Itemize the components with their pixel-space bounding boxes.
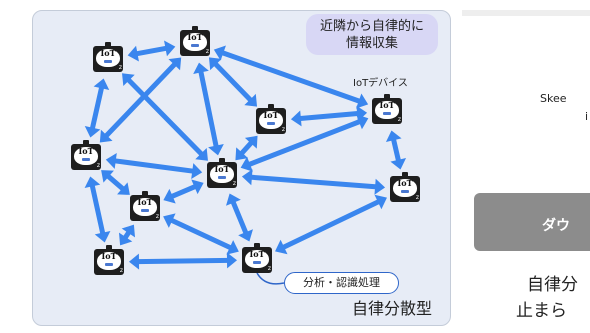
network-arrows [84, 40, 407, 285]
node-face [259, 111, 283, 129]
edge-arrow [275, 194, 387, 255]
analysis-connector [256, 272, 285, 285]
download-button-label: ダウ [542, 218, 570, 234]
antenna-shape [106, 245, 112, 249]
node-badge: z [415, 194, 419, 201]
node-label: IoT [214, 164, 230, 174]
right-text-fragment-2: i [585, 110, 589, 123]
antenna-shape [192, 26, 198, 30]
node-badge: z [205, 48, 209, 55]
node-label: IoT [101, 251, 117, 261]
right-top-strip [462, 10, 590, 16]
node-face [245, 250, 269, 268]
callout-line-1: 近隣から自律的に [319, 19, 424, 34]
edge-arrow [213, 45, 369, 109]
edge-arrow [84, 78, 110, 138]
node-badge: z [118, 64, 122, 71]
antenna-shape [105, 42, 111, 46]
node-face [210, 165, 234, 183]
node-label: IoT [78, 146, 94, 156]
antenna-shape [254, 243, 260, 247]
node-slot [401, 190, 409, 193]
analysis-callout: 分析・認識処理 [284, 272, 399, 294]
node-slot [104, 60, 112, 63]
node-label: IoT [100, 48, 116, 58]
callout-line-2: 情報収集 [345, 36, 398, 51]
antenna-shape [402, 172, 408, 176]
antenna-shape [219, 158, 225, 162]
node-badge: z [267, 265, 271, 272]
node-face [183, 33, 207, 51]
right-body-line-2: 止まら [516, 301, 567, 321]
edge-arrow [127, 40, 176, 62]
edge-arrow [163, 179, 204, 204]
edge-arrow [208, 57, 258, 107]
node-face [74, 147, 98, 165]
edge-arrow [163, 213, 239, 255]
edge-arrow [193, 62, 224, 156]
node-face [375, 101, 399, 119]
antenna-shape [83, 140, 89, 144]
edge-arrow [105, 153, 203, 179]
node-label: IoT [137, 197, 153, 207]
edge-arrow [128, 252, 238, 270]
node-slot [267, 122, 275, 125]
antenna-shape [142, 191, 148, 195]
edge-arrow [122, 73, 208, 161]
node-badge: z [281, 126, 285, 133]
node-face [393, 179, 417, 197]
download-button[interactable]: ダウ [474, 193, 590, 251]
node-slot [82, 158, 90, 161]
diagram-caption: 自律分散型 [351, 299, 432, 318]
node-label: IoT [263, 110, 279, 120]
right-body-line-1: 自律分 [527, 275, 578, 295]
node-badge: z [96, 162, 100, 169]
node-badge: z [397, 116, 401, 123]
node-label: IoT [379, 100, 395, 110]
node-slot [191, 44, 199, 47]
edge-arrow [101, 170, 130, 195]
antenna-shape [268, 104, 274, 108]
node-face [97, 252, 121, 270]
edge-arrow [84, 176, 111, 243]
edge-arrow [235, 135, 258, 161]
node-face [133, 198, 157, 216]
node-badge: z [119, 267, 123, 274]
node-badge: z [232, 180, 236, 187]
node-label: IoT [187, 32, 203, 42]
node-slot [253, 261, 261, 264]
node-slot [141, 209, 149, 212]
antenna-shape [384, 94, 390, 98]
node-slot [105, 263, 113, 266]
top-callout: 近隣から自律的に 情報収集 [306, 14, 438, 55]
edge-arrow [118, 224, 136, 246]
edge-arrow [241, 169, 386, 195]
iot-device-label: IoTデバイス [353, 78, 408, 89]
node-slot [218, 176, 226, 179]
edge-arrow [240, 114, 369, 172]
edge-arrow [385, 130, 407, 170]
right-text-fragment-1: Skee [540, 92, 567, 105]
edge-arrow [99, 57, 182, 143]
node-label: IoT [249, 249, 265, 259]
node-slot [383, 112, 391, 115]
edge-arrow [226, 193, 253, 242]
node-badge: z [155, 213, 159, 220]
node-face [96, 49, 120, 67]
node-label: IoT [397, 178, 413, 188]
